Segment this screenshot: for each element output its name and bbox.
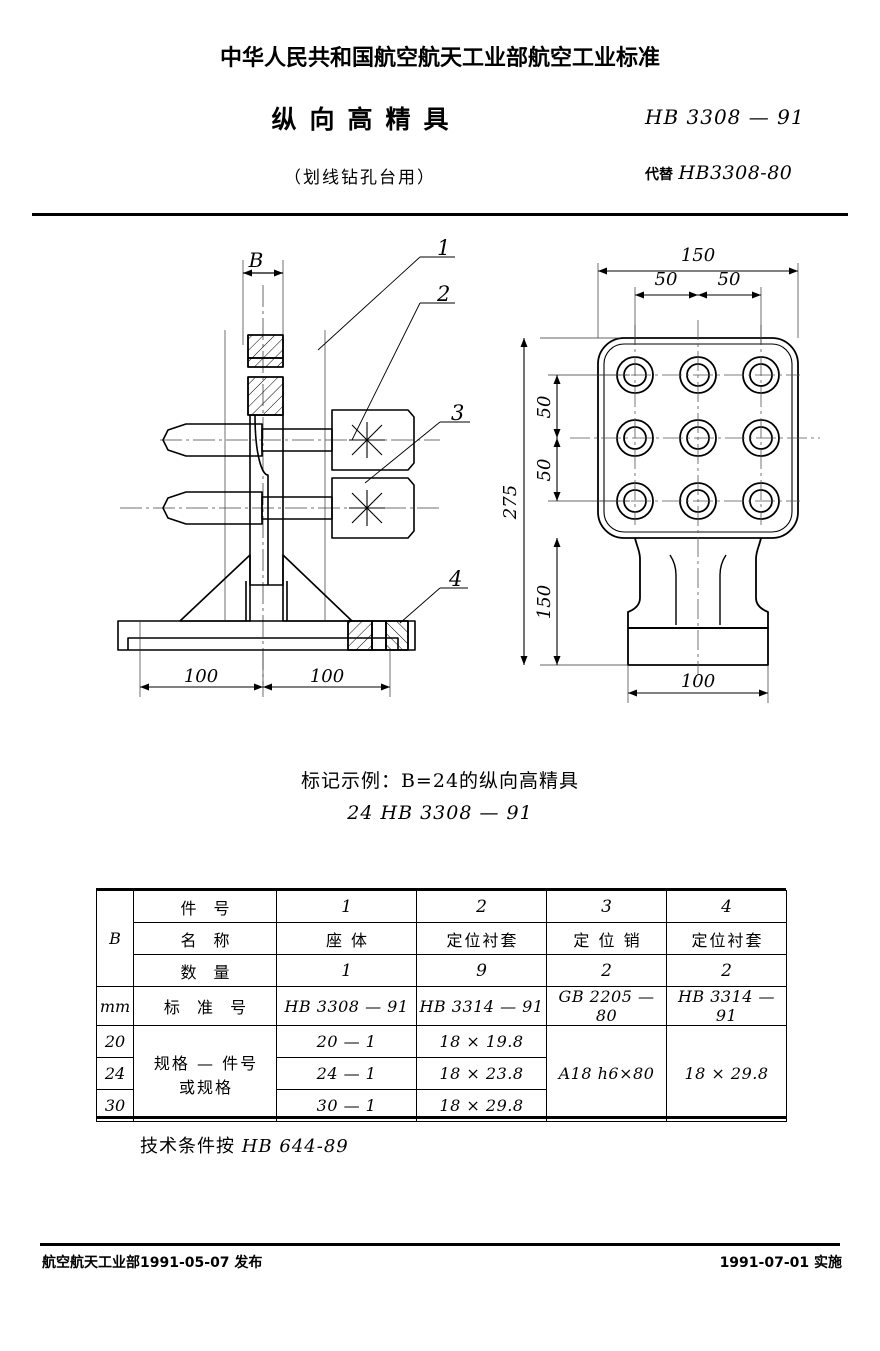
row-label-name: 名 称 [133,922,277,955]
dim-50-right: 50 [718,269,741,290]
table-top-border [96,888,786,891]
col2-quantity: 9 [416,954,547,987]
side-view [520,263,820,703]
dim-left-100: 100 [184,666,218,687]
col1-part-no: 1 [276,890,417,923]
dim-B-label: B [248,248,264,272]
front-view [117,256,470,697]
col2-name: 定位衬套 [416,922,547,955]
table-b-header: B [96,890,134,987]
callout-4: 4 [448,567,462,591]
page-organization-heading: 中华人民共和国航空航天工业部航空工业标准 [219,46,660,71]
dim-150-vertical: 150 [534,585,555,619]
replaces-label: 代替 [645,167,673,183]
col1-spec-20: 20 — 1 [276,1025,417,1058]
page-title: 纵向高精具 [271,105,462,134]
specification-table: B 件 号 1 2 3 4 名 称 座 体 定位衬套 定 位 销 定位衬套 数 … [96,890,787,1122]
dim-50-vertical-upper: 50 [534,396,555,419]
table-row-standard-no: mm 标 准 号 HB 3308 — 91 HB 3314 — 91 GB 22… [96,986,787,1026]
col2-part-no: 2 [416,890,547,923]
table-b-value-24: 24 [96,1057,134,1090]
dim-right-100: 100 [310,666,344,687]
col3-standard-no: GB 2205 — 80 [546,986,667,1026]
dim-50-left: 50 [655,269,678,290]
dim-275: 275 [500,485,521,520]
row-label-part-no: 件 号 [133,890,277,923]
col2-spec-24: 18 × 23.8 [416,1057,547,1090]
col1-name: 座 体 [276,922,417,955]
col4-name: 定位衬套 [666,922,787,955]
technical-condition-note: 技术条件按 HB 644-89 [140,1132,349,1158]
row-label-spec-line2: 或规格 [178,1077,233,1097]
table-row-part-no: B 件 号 1 2 3 4 [96,890,787,987]
col4-part-no: 4 [666,890,787,923]
col3-spec-merged: A18 h6×80 [546,1025,667,1122]
marking-example-line1: 标记示例：B=24的纵向高精具 [300,770,580,792]
footer-issue-info: 航空航天工业部1991-05-07 发布 [42,1255,263,1271]
col2-spec-20: 18 × 19.8 [416,1025,547,1058]
note-code: HB 644-89 [241,1136,349,1157]
note-text: 技术条件按 [140,1136,242,1157]
row-label-spec: 规格 — 件号 或规格 [133,1025,277,1122]
footer-divider-rule [40,1243,840,1246]
page-subtitle: （划线钻孔台用） [284,168,436,188]
col4-standard-no: HB 3314 — 91 [666,986,787,1026]
dim-50-vertical-lower: 50 [534,459,555,482]
standard-code: HB 3308 — 91 [645,105,805,129]
dim-150-top: 150 [681,245,715,266]
col1-quantity: 1 [276,954,417,987]
table-b-value-20: 20 [96,1025,134,1058]
table-row-spec-20: 20 规格 — 件号 或规格 20 — 1 18 × 19.8 A18 h6×8… [96,1025,787,1122]
table-row-quantity: 数 量 1 9 2 2 [97,954,787,987]
dim-100-bottom: 100 [681,671,715,692]
marking-example-line2: 24 HB 3308 — 91 [347,802,533,824]
table-row-name: 名 称 座 体 定位衬套 定 位 销 定位衬套 [97,922,787,955]
footer-effective-info: 1991-07-01 实施 [719,1255,842,1271]
row-label-spec-line1: 规格 — 件号 [153,1053,259,1073]
replaces-note: 代替 HB3308-80 [645,162,792,184]
col3-quantity: 2 [546,954,667,987]
header-divider-rule [32,213,848,216]
side-view-labels: 150 50 50 50 50 275 150 100 [500,245,740,692]
row-label-quantity: 数 量 [133,954,277,987]
col3-part-no: 3 [546,890,667,923]
col3-name: 定 位 销 [546,922,667,955]
callout-1: 1 [437,236,450,260]
col1-standard-no: HB 3308 — 91 [276,986,417,1026]
table-row-spec-24: 24 24 — 1 18 × 23.8 [96,1057,787,1090]
col2-standard-no: HB 3314 — 91 [416,986,547,1026]
callout-2: 2 [436,282,450,306]
col4-quantity: 2 [666,954,787,987]
col4-spec-merged: 18 × 29.8 [666,1025,787,1122]
table-bottom-border [96,1116,786,1119]
col1-spec-24: 24 — 1 [276,1057,417,1090]
front-view-labels: B 1 2 3 4 100 100 [184,236,465,687]
callout-3: 3 [451,401,464,425]
table-b-unit: mm [96,986,134,1026]
technical-drawing: B 1 2 3 4 100 100 [0,225,880,755]
drawing-svg: B 1 2 3 4 100 100 [117,236,820,703]
row-label-standard-no: 标 准 号 [133,986,277,1026]
replaces-code: HB3308-80 [678,162,793,184]
